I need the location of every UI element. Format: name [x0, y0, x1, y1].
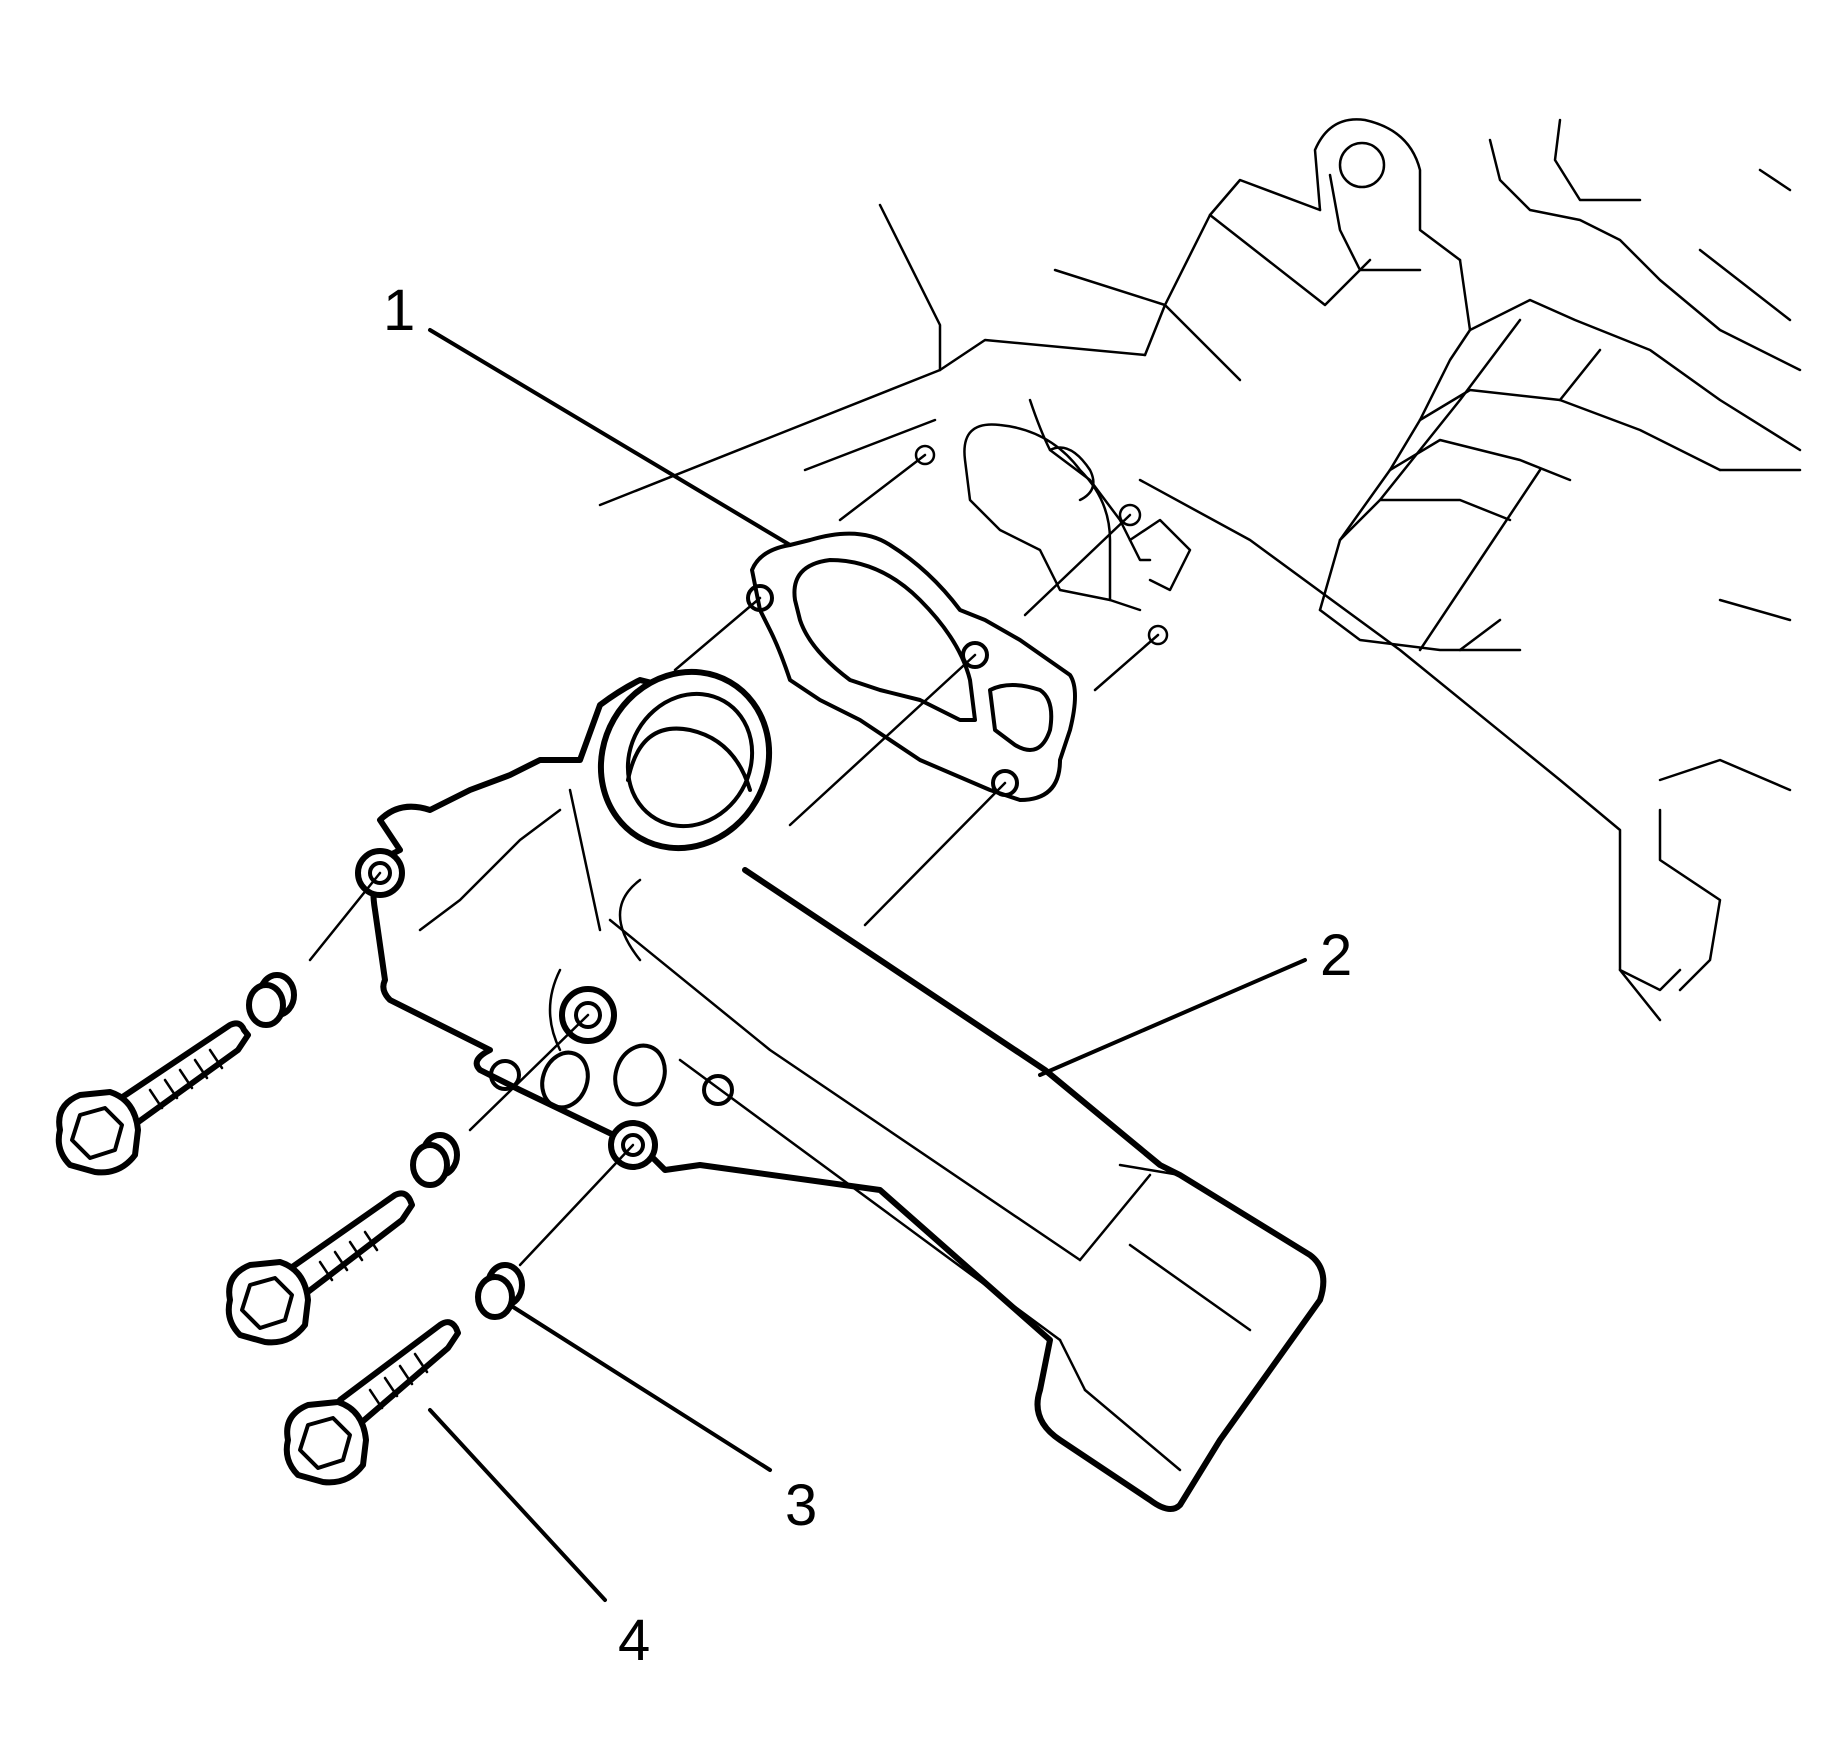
callout-2-leader	[1038, 958, 1307, 1077]
callout-1-label: 1	[383, 278, 415, 343]
callouts: 1 2 3 4	[383, 278, 1352, 1673]
bolts	[55, 1020, 461, 1486]
callout-3-label: 3	[785, 1473, 817, 1538]
bolt-1	[55, 1020, 251, 1176]
callout-3-leader	[508, 1303, 772, 1472]
spacer-3	[475, 1262, 525, 1320]
bolt-2	[225, 1190, 415, 1346]
alignment-lines	[308, 453, 1160, 1267]
gasket	[746, 531, 1077, 802]
spacer-2	[410, 1132, 460, 1188]
spacers	[246, 972, 525, 1320]
bolt-3	[283, 1319, 461, 1486]
callout-4-label: 4	[618, 1608, 650, 1673]
callout-4-leader	[428, 1408, 607, 1602]
callout-2-label: 2	[1320, 923, 1352, 988]
callout-1-leader	[428, 328, 792, 547]
engine-block	[598, 118, 1802, 1022]
oil-pickup-tube	[355, 668, 1327, 1512]
spacer-1	[246, 972, 297, 1028]
